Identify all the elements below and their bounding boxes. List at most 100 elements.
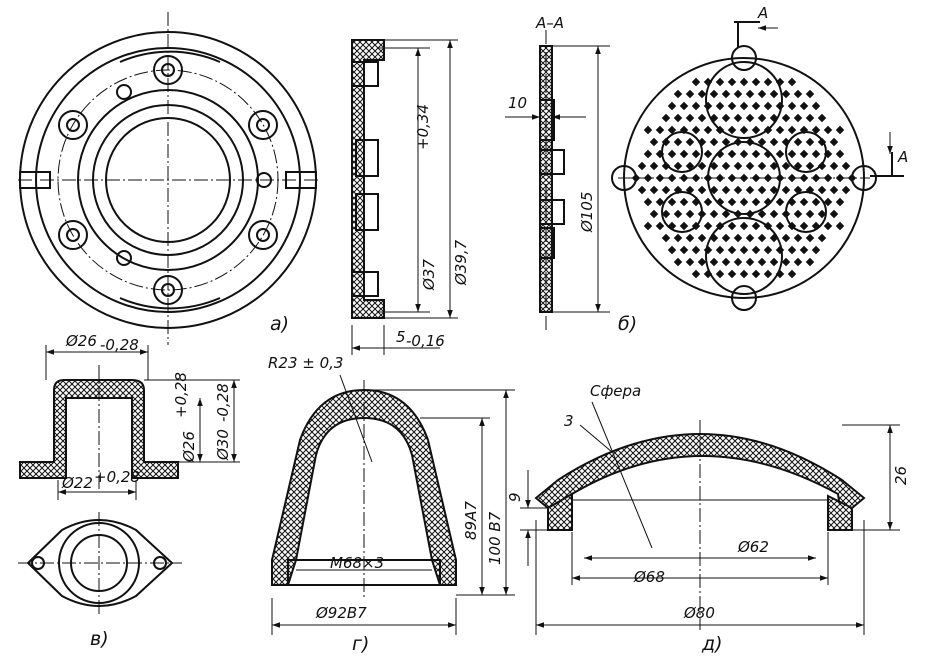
view-g-section [271,374,515,635]
perforation-hole [751,245,761,255]
perforation-hole [727,197,737,207]
perforation-hole [709,137,719,147]
perforation-hole [715,245,725,255]
perforation-hole [691,77,701,87]
perforation-hole [757,185,767,195]
perforation-hole [781,89,791,99]
perforation-hole [781,113,791,123]
dim-d92: Ø92B7 [315,604,367,622]
perforation-hole [763,269,773,279]
perforation-hole [781,257,791,267]
section-marker-top: А [757,4,768,22]
perforation-hole [769,257,779,267]
perforation-hole [739,221,749,231]
perforation-hole [649,161,659,171]
perforation-hole [757,113,767,123]
perforation-hole [739,197,749,207]
perforation-hole [793,233,803,243]
edge-slot-right [285,171,317,189]
perforation-hole [739,245,749,255]
arc-slot-top [119,50,221,63]
perforation-hole [763,77,773,87]
perforation-hole [679,101,689,111]
perforation-hole [679,221,689,231]
perforation-hole [673,113,683,123]
arc-slot-bottom [119,297,221,310]
dim-d105: Ø105 [578,192,596,233]
bore [105,117,231,243]
perforation-hole [745,89,755,99]
perforation-hole [703,149,713,159]
dim-5: 5 [396,328,406,346]
perforation-hole [829,185,839,195]
edge-slot-left [19,171,51,189]
perforation-hole [811,197,821,207]
perforation-hole [739,77,749,87]
perforation-hole [733,161,743,171]
perforation-hole [667,197,677,207]
perforation-hole [763,101,773,111]
perforation-hole [697,185,707,195]
perforation-hole [685,257,695,267]
perforation-hole [829,161,839,171]
perforation-hole [673,257,683,267]
perforation-hole [751,221,761,231]
perforation-hole [697,113,707,123]
section-profile [351,39,385,319]
perforation-hole [727,221,737,231]
perforation-hole [655,125,665,135]
perforation-hole [751,77,761,87]
perforation-hole [829,209,839,219]
perforation-hole [835,149,845,159]
perforation-hole [673,233,683,243]
perforation-hole [775,149,785,159]
label-sphere: Сфера [590,382,641,400]
perforation-hole [745,113,755,123]
perforation-hole [721,257,731,267]
perforation-hole [679,149,689,159]
perforation-hole [685,113,695,123]
view-a-plan [18,12,318,345]
perforation-hole [805,257,815,267]
perforation-hole [817,185,827,195]
perforation-hole [793,257,803,267]
perforation-hole [787,101,797,111]
dim-d26-inner: Ø26 [180,431,198,463]
perforation-hole [673,89,683,99]
perforation-hole [805,113,815,123]
dim-h100: 100 B7 [486,511,504,565]
view-a-section [351,39,458,355]
dim-10: 10 [508,94,527,112]
perforation-hole [685,137,695,147]
perforation-hole [709,89,719,99]
dim-d39: Ø39,7 [452,239,470,286]
dim-3: 3 [564,412,574,430]
perforation-hole [685,233,695,243]
perforation-hole [661,113,671,123]
dim-d26-inner-tol: +0,28 [172,372,190,418]
perforation-hole [697,233,707,243]
perforation-hole [841,185,851,195]
dim-26: 26 [892,466,910,485]
perforation-hole [751,197,761,207]
perforation-hole [811,149,821,159]
perforation-hole [781,233,791,243]
perforation-hole [715,101,725,111]
dim-d80: Ø80 [683,604,715,622]
perforation-hole [745,233,755,243]
perforation-hole [697,257,707,267]
perforation-hole [763,245,773,255]
perforation-hole [709,209,719,219]
perforation-hole [805,137,815,147]
perforation-hole [691,125,701,135]
caption-g: г) [352,633,369,655]
perforation-hole [721,89,731,99]
perforation-hole [733,185,743,195]
perforation-hole [715,269,725,279]
perforation-hole [727,101,737,111]
perforation-hole [745,161,755,171]
perforation-hole [703,125,713,135]
inner-rim [35,47,301,313]
